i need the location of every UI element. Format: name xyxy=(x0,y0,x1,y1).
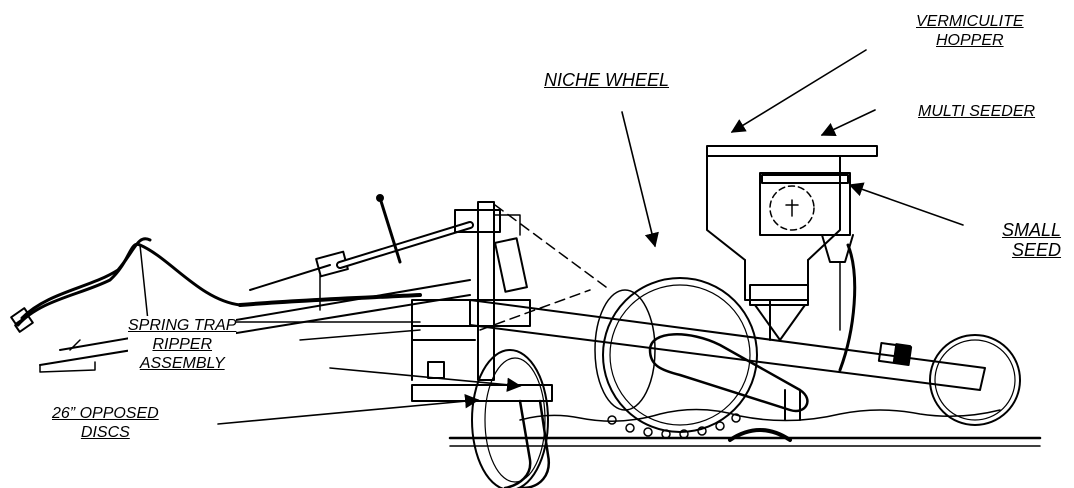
label-line: ASSEMBLY xyxy=(139,355,225,372)
label-opposed-discs: 26” OPPOSED DISCS xyxy=(52,404,159,442)
label-line: DISCS xyxy=(80,424,130,441)
label-line: VERMICULITE xyxy=(916,13,1024,30)
drawbar-frame xyxy=(39,279,471,373)
multi-seeder-arrow xyxy=(820,109,876,136)
vermiculite-hopper-arrow xyxy=(730,49,867,133)
label-line: SMALL xyxy=(1002,220,1062,240)
opposed-disc xyxy=(471,349,549,488)
small-seed-arrow xyxy=(848,182,964,226)
label-line: NICHE WHEEL xyxy=(544,70,670,90)
multi-seeder-body xyxy=(759,172,857,421)
press-wheel xyxy=(929,334,1021,426)
hydraulic-hoses xyxy=(10,237,242,341)
top-link-cylinder xyxy=(249,194,501,311)
niche-wheel xyxy=(594,277,809,439)
mast-frame xyxy=(411,201,611,381)
opposed-discs-arrow xyxy=(217,394,480,425)
label-line: SEED xyxy=(1012,240,1062,260)
label-line: HOPPER xyxy=(936,32,1004,49)
label-small-seed: SMALL SEED xyxy=(1002,220,1062,260)
label-spring-trap-ripper: SPRING TRAP RIPPER ASSEMBLY xyxy=(128,316,237,373)
label-line: MULTI SEEDER xyxy=(918,103,1036,120)
label-line: RIPPER xyxy=(152,336,213,353)
niche-wheel-arrow xyxy=(621,111,659,248)
label-line: SPRING TRAP xyxy=(128,317,237,334)
main-beam xyxy=(469,299,986,391)
ripper-assembly-arrow xyxy=(329,367,522,392)
label-multi-seeder: MULTI SEEDER xyxy=(918,102,1036,121)
label-line: 26” OPPOSED xyxy=(52,405,159,422)
ground-line xyxy=(448,408,1042,447)
label-niche-wheel: NICHE WHEEL xyxy=(544,70,670,90)
label-vermiculite-hopper: VERMICULITE HOPPER xyxy=(916,12,1024,50)
